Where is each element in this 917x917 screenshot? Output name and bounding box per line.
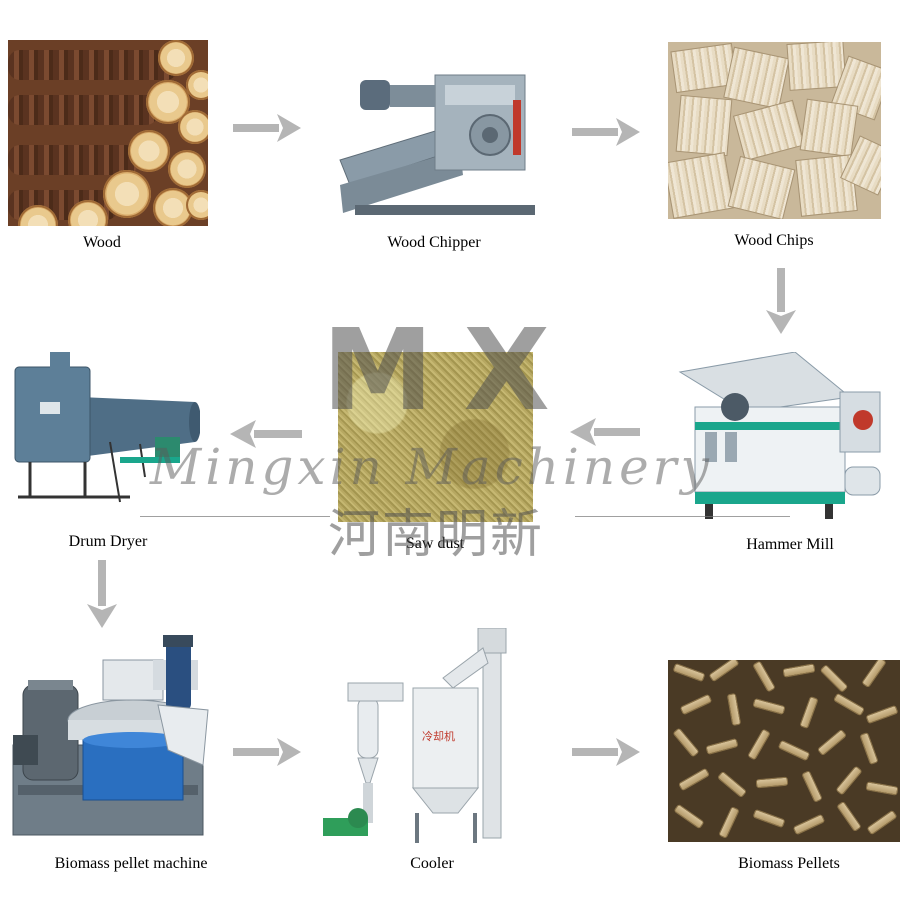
wood-chipper-photo — [335, 55, 540, 227]
arrow-right-cooler-to-pellets — [572, 738, 640, 766]
arrow-right-pellet-machine-to-cooler — [233, 738, 301, 766]
drum-dryer-photo — [10, 352, 200, 512]
node-label-hammer-mill: Hammer Mill — [746, 536, 834, 553]
watermark-rule-right — [575, 516, 790, 517]
node-label-cooler: Cooler — [410, 855, 454, 872]
cooler-photo: 冷却机 — [318, 628, 528, 846]
node-label-wood-chipper: Wood Chipper — [387, 234, 481, 251]
node-label-wood-chips: Wood Chips — [734, 232, 814, 249]
svg-text:冷却机: 冷却机 — [422, 729, 455, 743]
arrow-down-chips-to-mill — [766, 268, 796, 334]
node-label-wood: Wood — [83, 234, 121, 251]
node-label-drum-dryer: Drum Dryer — [68, 533, 148, 550]
watermark-rule-left — [140, 516, 330, 517]
node-label-biomass-pellets: Biomass Pellets — [738, 855, 840, 872]
arrow-down-dryer-to-pellet-machine — [87, 560, 117, 628]
arrow-left-sawdust-to-dryer — [230, 420, 302, 448]
node-label-pellet-machine: Biomass pellet machine — [54, 855, 208, 872]
arrow-right-wood-to-chipper — [233, 114, 301, 142]
node-label-saw-dust: Saw dust — [405, 535, 465, 552]
sawdust-photo — [338, 352, 533, 522]
arrow-left-mill-to-sawdust — [570, 418, 640, 446]
pellet-machine-photo — [8, 635, 213, 845]
hammer-mill-photo — [675, 352, 890, 522]
wood-logs-photo — [8, 40, 208, 226]
wood-chips-photo — [668, 42, 881, 219]
arrow-right-chipper-to-chips — [572, 118, 640, 146]
pellets-photo — [668, 660, 900, 842]
